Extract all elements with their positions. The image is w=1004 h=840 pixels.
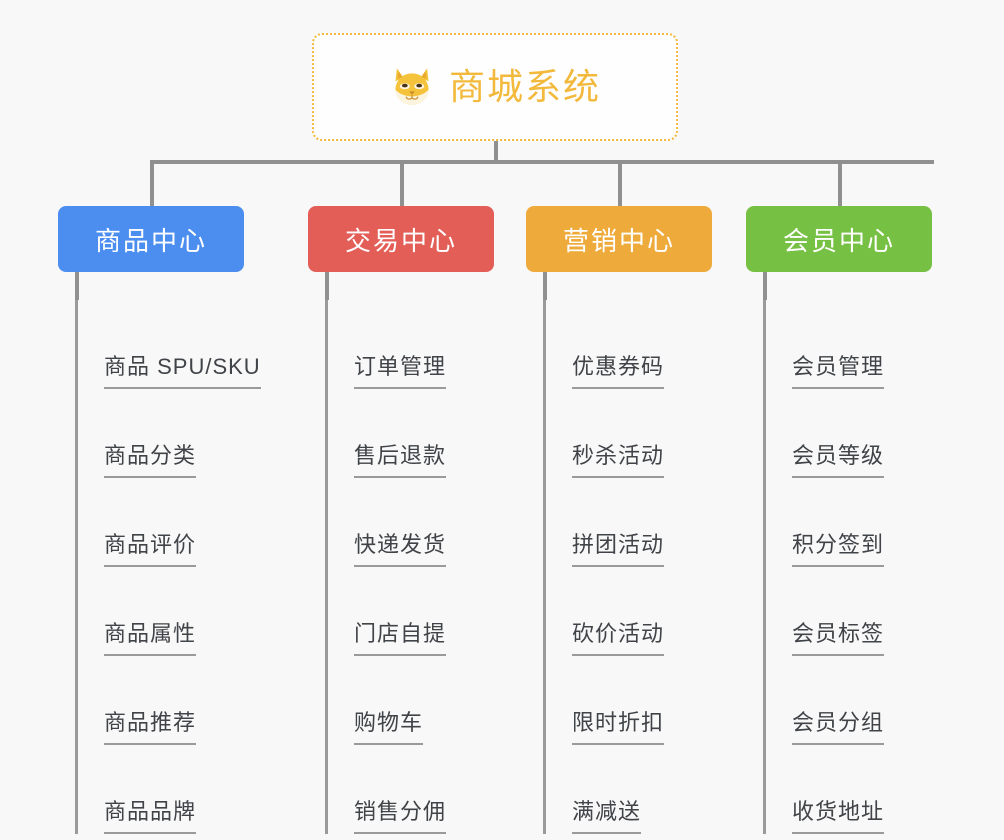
category-header-1[interactable]: 商品中心 [58, 206, 244, 272]
connector-drop-1 [150, 160, 154, 206]
leaf-item[interactable]: 满减送 [546, 745, 756, 834]
category-label: 营销中心 [562, 225, 675, 256]
category-label: 交易中心 [344, 225, 457, 256]
leaf-list-2: 订单管理 售后退款 快递发货 门店自提 购物车 销售分佣 [325, 300, 538, 834]
branch-column-3: 营销中心 优惠券码 秒杀活动 拼团活动 砍价活动 限时折扣 满减送 [526, 206, 756, 834]
leaf-item[interactable]: 优惠券码 [546, 300, 756, 389]
leaf-label: 售后退款 [354, 443, 447, 478]
category-label: 商品中心 [94, 225, 207, 256]
leaf-list-1: 商品 SPU/SKU 商品分类 商品评价 商品属性 商品推荐 商品品牌 [75, 300, 288, 834]
leaf-label: 订单管理 [354, 354, 447, 389]
leaf-item[interactable]: 快递发货 [328, 478, 538, 567]
leaf-label: 购物车 [354, 710, 424, 745]
category-header-3[interactable]: 营销中心 [526, 206, 712, 272]
leaf-item[interactable]: 限时折扣 [546, 656, 756, 745]
connector-category-stem-1 [75, 272, 79, 300]
leaf-item[interactable]: 商品评价 [78, 478, 288, 567]
leaf-item[interactable]: 门店自提 [328, 567, 538, 656]
connector-category-stem-4 [763, 272, 767, 300]
leaf-list-3: 优惠券码 秒杀活动 拼团活动 砍价活动 限时折扣 满减送 [543, 300, 756, 834]
branch-column-1: 商品中心 商品 SPU/SKU 商品分类 商品评价 商品属性 商品推荐 商品品牌 [58, 206, 288, 834]
leaf-label: 商品 SPU/SKU [104, 354, 261, 389]
connector-drop-2 [400, 160, 404, 206]
leaf-label: 会员分组 [792, 710, 885, 745]
leaf-item[interactable]: 砍价活动 [546, 567, 756, 656]
leaf-label: 砍价活动 [572, 621, 665, 656]
leaf-item[interactable]: 秒杀活动 [546, 389, 756, 478]
branch-column-4: 会员中心 会员管理 会员等级 积分签到 会员标签 会员分组 收货地址 [746, 206, 976, 834]
category-header-2[interactable]: 交易中心 [308, 206, 494, 272]
category-label: 会员中心 [782, 225, 895, 256]
connector-horizontal-bar [150, 160, 934, 164]
leaf-label: 会员等级 [792, 443, 885, 478]
leaf-label: 销售分佣 [354, 799, 447, 834]
leaf-item[interactable]: 商品品牌 [78, 745, 288, 834]
leaf-item[interactable]: 会员标签 [766, 567, 976, 656]
leaf-item[interactable]: 积分签到 [766, 478, 976, 567]
leaf-label: 商品属性 [104, 621, 197, 656]
leaf-label: 积分签到 [792, 532, 885, 567]
leaf-label: 收货地址 [792, 799, 885, 834]
leaf-label: 优惠券码 [572, 354, 665, 389]
leaf-label: 会员标签 [792, 621, 885, 656]
leaf-label: 商品评价 [104, 532, 197, 567]
leaf-item[interactable]: 商品属性 [78, 567, 288, 656]
leaf-item[interactable]: 购物车 [328, 656, 538, 745]
leaf-label: 商品推荐 [104, 710, 197, 745]
leaf-label: 商品品牌 [104, 799, 197, 834]
leaf-item[interactable]: 售后退款 [328, 389, 538, 478]
leaf-item[interactable]: 收货地址 [766, 745, 976, 834]
leaf-label: 会员管理 [792, 354, 885, 389]
branch-column-2: 交易中心 订单管理 售后退款 快递发货 门店自提 购物车 销售分佣 [308, 206, 538, 834]
leaf-item[interactable]: 拼团活动 [546, 478, 756, 567]
leaf-label: 秒杀活动 [572, 443, 665, 478]
connector-drop-4 [838, 160, 842, 206]
shiba-dog-icon [389, 64, 435, 110]
connector-category-stem-3 [543, 272, 547, 300]
leaf-item[interactable]: 销售分佣 [328, 745, 538, 834]
connector-drop-3 [618, 160, 622, 206]
leaf-item[interactable]: 订单管理 [328, 300, 538, 389]
connector-root-stem [494, 141, 498, 163]
leaf-item[interactable]: 商品 SPU/SKU [78, 300, 288, 389]
leaf-label: 拼团活动 [572, 532, 665, 567]
leaf-item[interactable]: 商品分类 [78, 389, 288, 478]
leaf-label: 快递发货 [354, 532, 447, 567]
leaf-list-4: 会员管理 会员等级 积分签到 会员标签 会员分组 收货地址 [763, 300, 976, 834]
leaf-item[interactable]: 会员管理 [766, 300, 976, 389]
leaf-label: 限时折扣 [572, 710, 665, 745]
leaf-item[interactable]: 会员分组 [766, 656, 976, 745]
leaf-item[interactable]: 商品推荐 [78, 656, 288, 745]
leaf-item[interactable]: 会员等级 [766, 389, 976, 478]
leaf-label: 商品分类 [104, 443, 197, 478]
leaf-label: 满减送 [572, 799, 642, 834]
root-node[interactable]: 商城系统 [312, 33, 678, 141]
root-title: 商城系统 [448, 66, 601, 107]
leaf-label: 门店自提 [354, 621, 447, 656]
connector-category-stem-2 [325, 272, 329, 300]
category-header-4[interactable]: 会员中心 [746, 206, 932, 272]
